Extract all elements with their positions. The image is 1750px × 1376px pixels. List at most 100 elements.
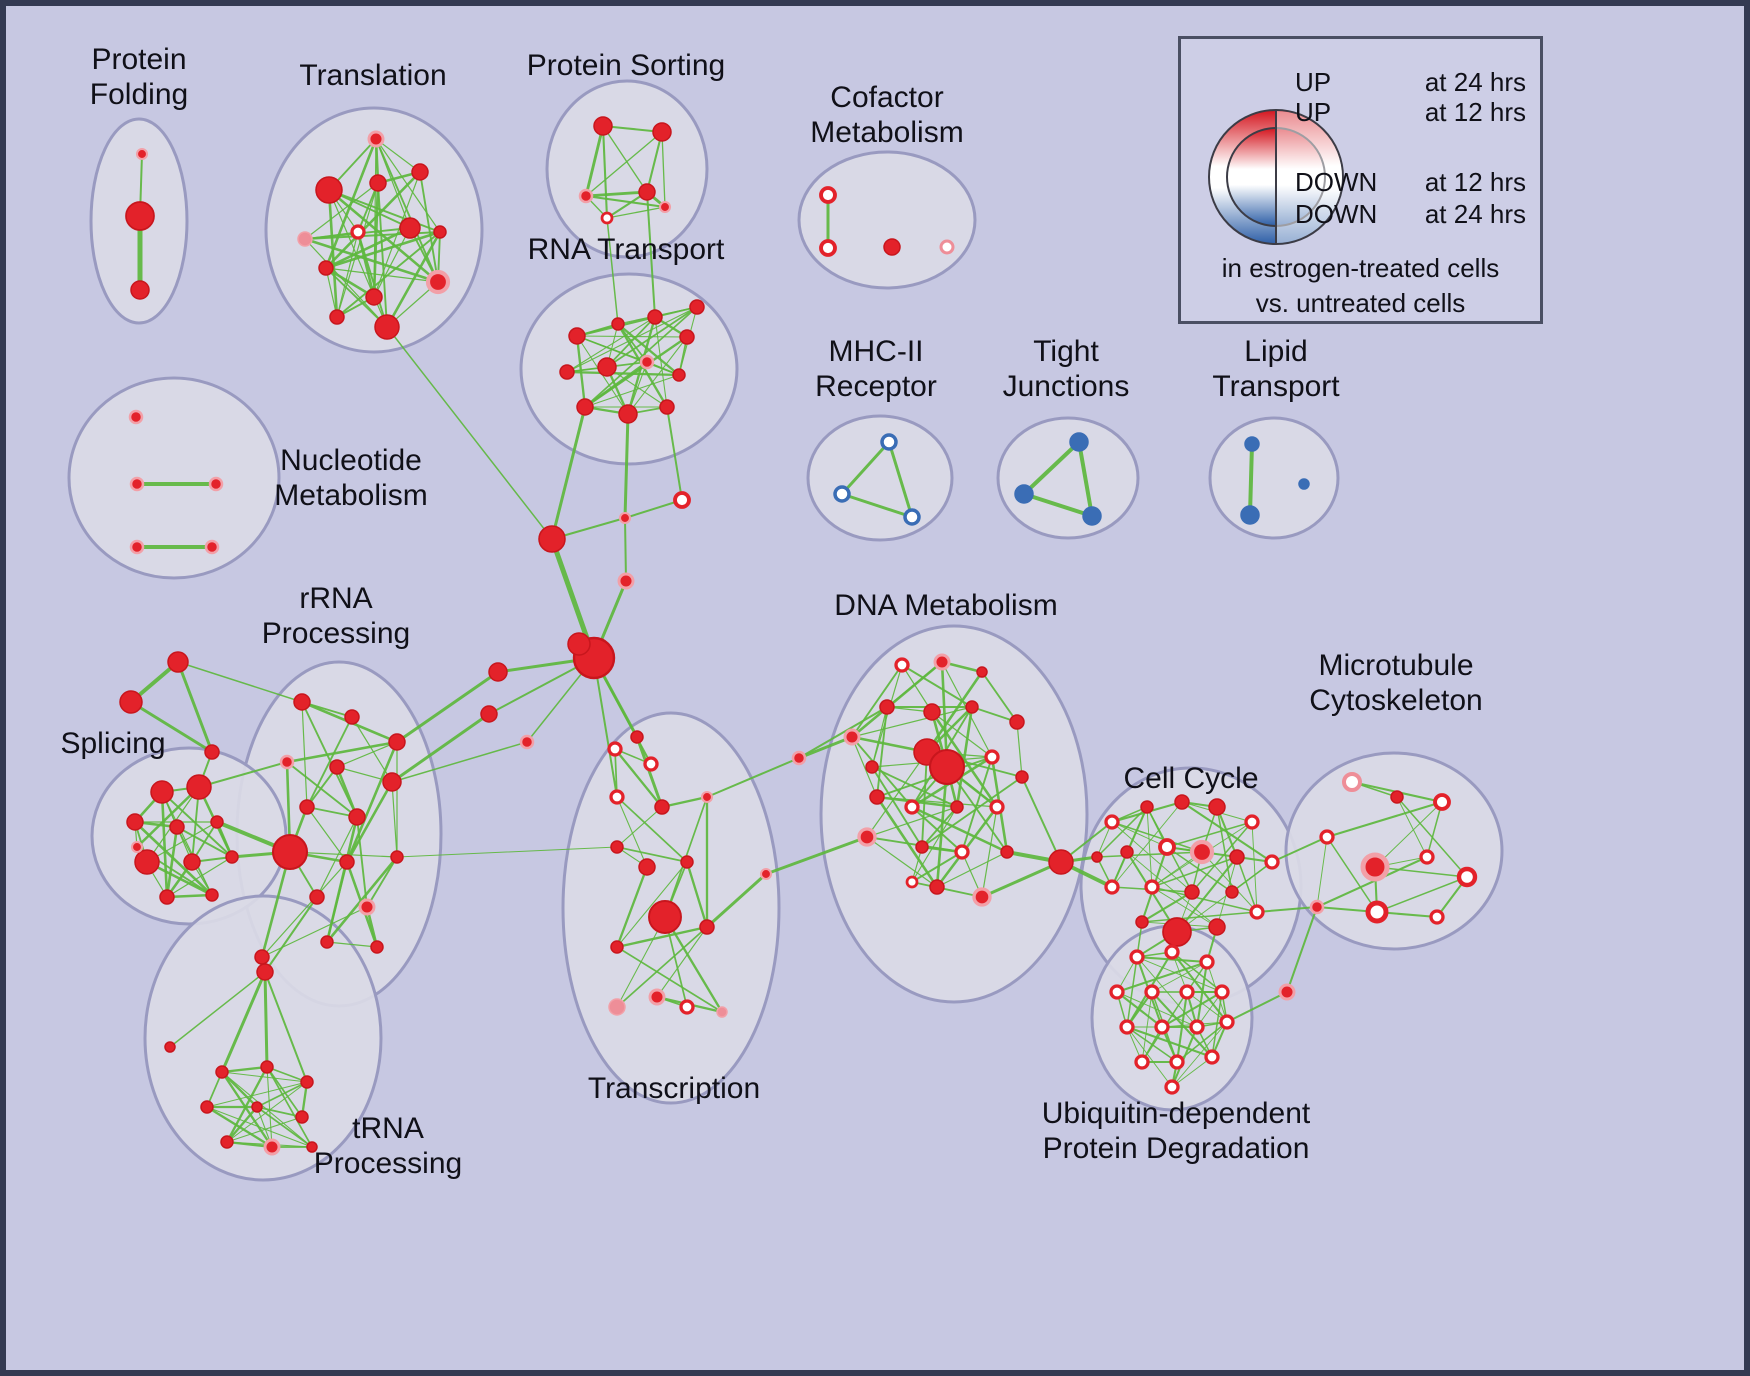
network-node: [791, 750, 807, 766]
network-edge: [1236, 856, 1258, 913]
network-edge: [971, 706, 1018, 723]
network-node: [1189, 1019, 1205, 1035]
network-node: [135, 147, 149, 161]
legend: UP at 24 hrs UP at 12 hrs DOWN at 12 hrs…: [1178, 36, 1543, 324]
network-edge: [390, 712, 491, 784]
cluster-ellipse-protein-sorting: [545, 79, 709, 259]
cluster-ellipse-lipid-transport: [1208, 416, 1340, 540]
network-node: [1244, 814, 1260, 830]
network-edge: [616, 946, 723, 1013]
network-node: [1456, 866, 1478, 888]
network-edge: [1126, 851, 1218, 928]
network-node: [928, 748, 966, 786]
network-edge: [1271, 836, 1328, 863]
network-node: [215, 1065, 229, 1079]
network-edge: [550, 405, 587, 541]
network-edge: [1256, 906, 1318, 913]
network-node: [904, 799, 920, 815]
network-node: [617, 572, 635, 590]
network-node: [129, 476, 145, 492]
network-node: [857, 827, 877, 847]
network-node: [295, 1110, 309, 1124]
network-edge: [1226, 991, 1288, 1023]
network-node: [903, 508, 921, 526]
network-edge: [1171, 1056, 1213, 1088]
network-node: [672, 368, 686, 382]
network-edge: [901, 664, 973, 708]
network-node: [716, 1006, 728, 1018]
network-node: [1162, 917, 1192, 947]
network-edge: [220, 1065, 269, 1074]
cluster-ellipse-dna-metabolism: [819, 624, 1089, 1004]
network-node: [1179, 984, 1195, 1000]
cluster-label-transcription: Transcription: [587, 1072, 761, 1105]
network-edge: [1175, 855, 1239, 934]
network-edge: [306, 716, 353, 808]
network-node: [1199, 954, 1215, 970]
network-edge: [1396, 796, 1428, 858]
network-edge: [326, 941, 378, 948]
network-node: [618, 511, 632, 525]
network-node: [700, 790, 714, 804]
network-node: [1000, 845, 1014, 859]
network-edge: [1022, 492, 1094, 518]
network-node: [578, 188, 594, 204]
cluster-ellipse-nucleotide-metabolism: [67, 376, 281, 580]
network-edge: [1325, 800, 1444, 839]
network-edge: [336, 231, 359, 318]
network-node: [370, 940, 384, 954]
network-node: [348, 808, 366, 826]
legend-up24-label: UP: [1295, 67, 1332, 97]
network-edge: [615, 925, 709, 949]
network-edge: [301, 701, 358, 818]
network-node: [169, 819, 185, 835]
network-node: [654, 799, 670, 815]
network-edge: [1248, 442, 1254, 517]
network-node: [125, 201, 155, 231]
network-edge: [328, 189, 441, 233]
network-node: [1158, 838, 1176, 856]
legend-up12-time: at 12 hrs: [1424, 97, 1526, 127]
network-edge: [616, 926, 708, 1008]
network-edge: [866, 836, 938, 888]
network-node: [297, 231, 313, 247]
network-edge: [1111, 821, 1168, 848]
legend-caption: in estrogen-treated cells vs. untreated …: [1181, 251, 1540, 321]
network-edge: [256, 1106, 303, 1118]
network-node: [1278, 983, 1296, 1001]
network-edge: [616, 796, 688, 863]
network-node: [1208, 918, 1226, 936]
network-node: [318, 260, 334, 276]
network-node: [208, 476, 224, 492]
network-node: [1429, 909, 1445, 925]
network-edge: [593, 657, 618, 798]
network-edge: [925, 670, 984, 754]
network-edge: [221, 1071, 308, 1083]
network-node: [984, 749, 1000, 765]
network-edge: [654, 316, 668, 408]
network-node: [608, 998, 626, 1016]
network-node: [880, 433, 898, 451]
network-node: [865, 760, 879, 774]
network-node: [568, 327, 586, 345]
network-node: [1134, 1054, 1150, 1070]
network-edge: [585, 131, 663, 197]
network-node: [1214, 984, 1230, 1000]
network-node: [819, 186, 837, 204]
network-node: [597, 357, 617, 377]
network-node: [210, 815, 224, 829]
network-edge: [901, 664, 933, 713]
network-edge: [606, 316, 656, 368]
network-node: [225, 850, 239, 864]
network-edge: [325, 855, 399, 944]
network-node: [350, 224, 366, 240]
network-node: [659, 399, 675, 415]
network-node: [879, 699, 895, 715]
cluster-ellipse-microtubule-cytoskeleton: [1284, 751, 1504, 951]
network-edge: [851, 664, 903, 738]
network-edge: [1170, 1025, 1199, 1089]
network-edge: [1195, 960, 1209, 1029]
